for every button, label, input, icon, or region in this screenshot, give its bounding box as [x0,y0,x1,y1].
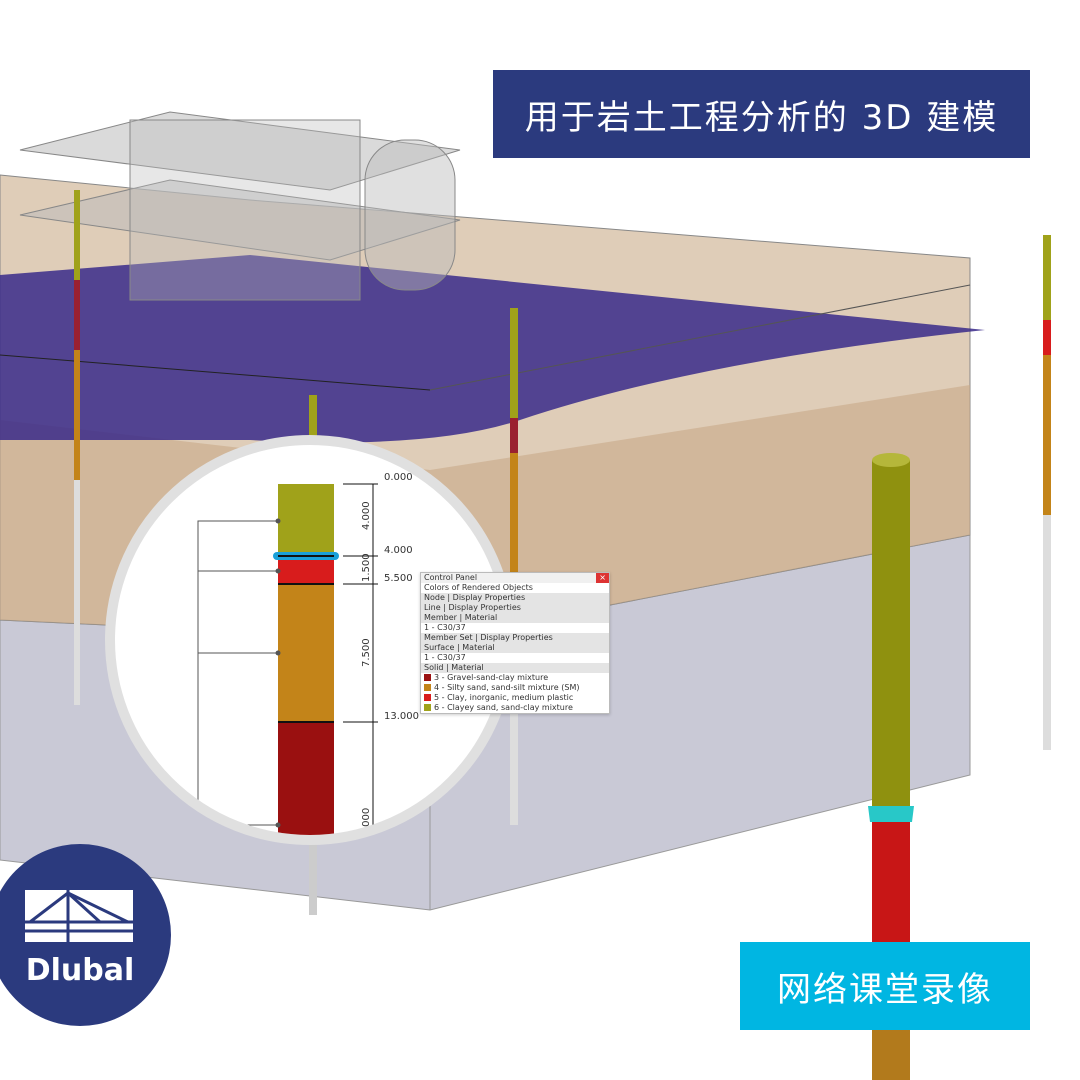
panel-heading: Colors of Rendered Objects [424,583,533,592]
level-label: 13.000 [384,711,419,722]
panel-row[interactable]: Surface | Material [421,643,609,653]
panel-row[interactable]: Member | Material [421,613,609,623]
thickness-label: 7.500 [361,638,372,667]
groundwater-surface [0,255,985,443]
dlubal-logo [0,844,171,1026]
material-item[interactable]: 4 - Silty sand, sand-silt mixture (SM) [421,683,609,693]
title-banner: 用于岩土工程分析的 3D 建模 [493,70,1030,158]
material-item[interactable]: 5 - Clay, inorganic, medium plastic [421,693,609,703]
control-panel: Control Panel × Colors of Rendered Object… [420,572,610,714]
material-label: 3 - Gravel-sand-clay mixture [434,673,549,682]
material-item[interactable]: 6 - Clayey sand, sand-clay mixture [421,703,609,713]
material-item[interactable]: 3 - Gravel-sand-clay mixture [421,673,609,683]
panel-row[interactable]: 1 - C30/37 [424,653,466,662]
thickness-label: 4.000 [361,501,372,530]
panel-row[interactable]: Node | Display Properties [421,593,609,603]
logo-text: Dlubal [26,953,135,988]
webinar-recording-banner: 网络课堂录像 [740,942,1030,1030]
thickness-label: 1.500 [361,553,372,582]
panel-row[interactable]: Member Set | Display Properties [421,633,609,643]
control-panel-title: Control Panel [424,573,478,582]
material-label: 4 - Silty sand, sand-silt mixture (SM) [434,683,580,692]
thickness-label: .000 [361,808,372,830]
borehole-detail-magnifier: 0.000 4.000 5.500 13.000 4.000 1.500 7.5… [105,435,515,845]
level-label: 5.500 [384,573,413,584]
level-label: 0.000 [384,472,413,483]
panel-row[interactable]: 1 - C30/37 [424,623,466,632]
level-label: 4.000 [384,545,413,556]
borehole-left [74,190,80,705]
material-label: 6 - Clayey sand, sand-clay mixture [434,703,573,712]
material-label: 5 - Clay, inorganic, medium plastic [434,693,574,702]
close-icon[interactable]: × [596,573,609,583]
borehole-middle [510,308,518,825]
borehole-right [1043,235,1051,750]
panel-row[interactable]: Line | Display Properties [421,603,609,613]
building [19,111,461,301]
panel-row[interactable]: Solid | Material [421,663,609,673]
